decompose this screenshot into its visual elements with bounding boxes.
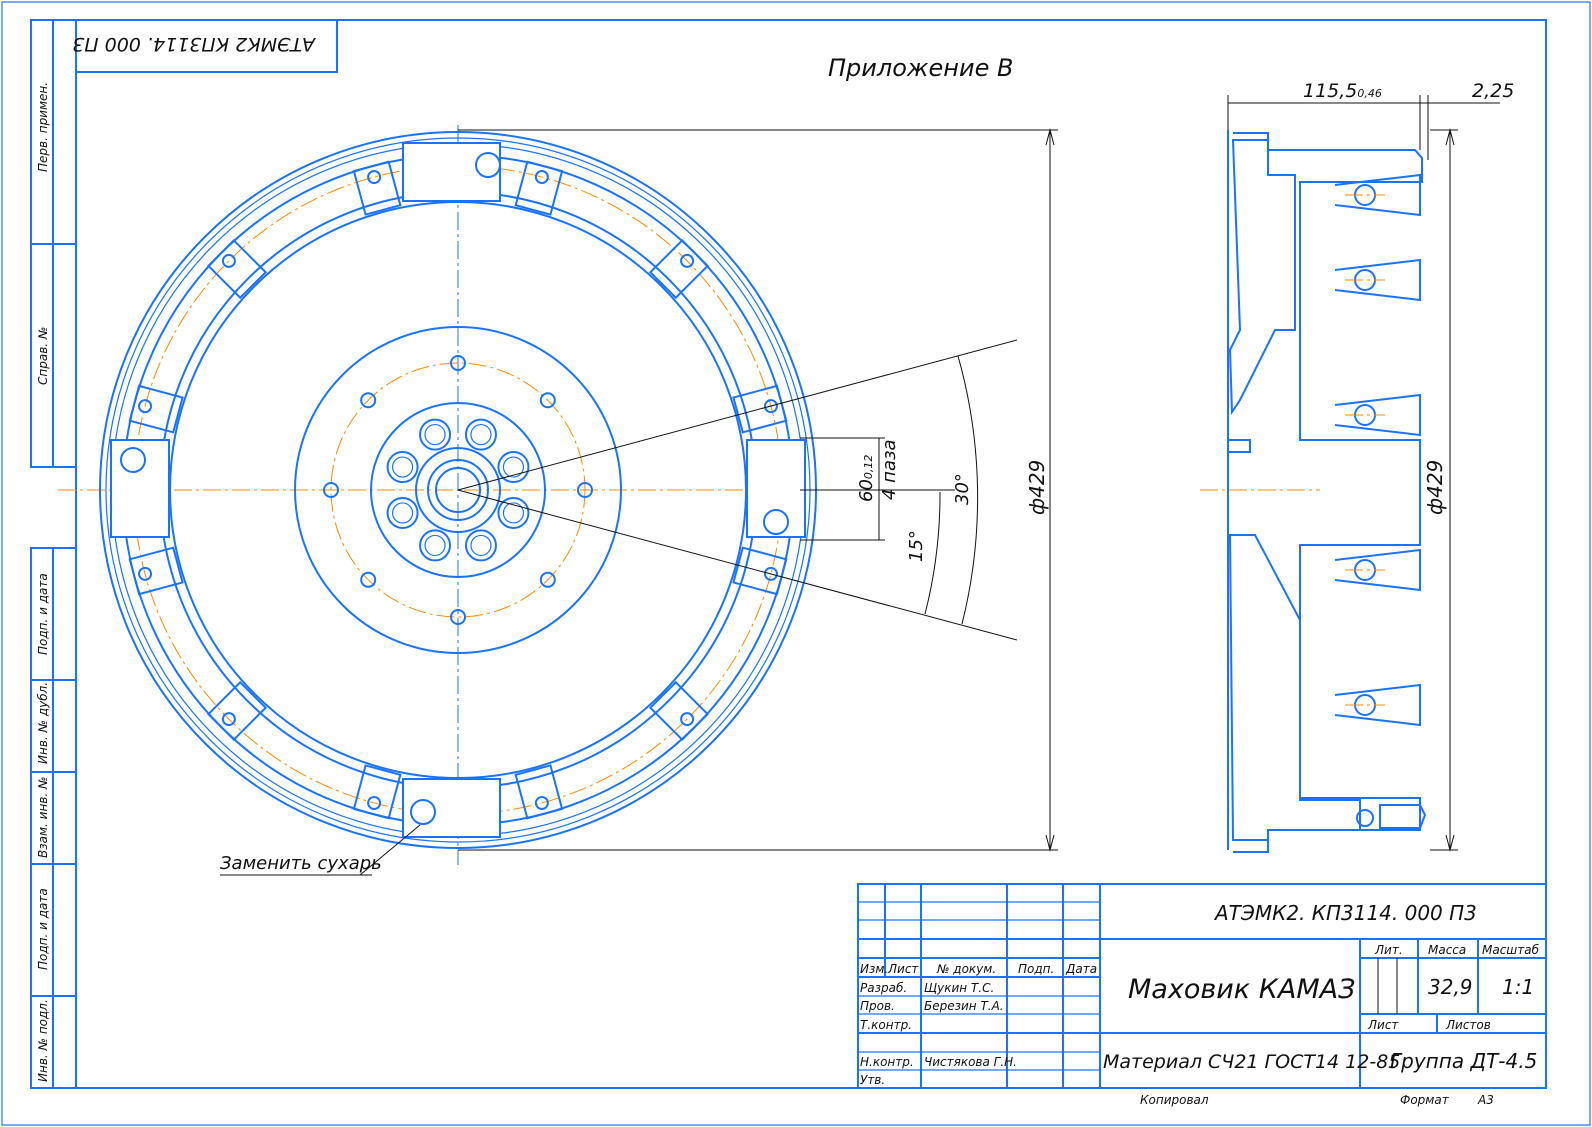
dim-slot: 600,12 [856,455,877,502]
front-view [58,125,818,865]
side-dimensions [1227,95,1500,852]
hub-small-hole [323,482,339,498]
side-view [1200,130,1427,853]
hub-small-hole [360,392,377,409]
group: Группа ДТ-4.5 [1390,1049,1537,1073]
hub-outer [294,326,622,654]
rim-notch [514,160,564,216]
material: Материал СЧ21 ГОСТ14 12-85 [1103,1051,1400,1073]
hub-bolt-hole [386,451,419,484]
person: Чистякова Г.Н. [924,1055,1017,1069]
role: Разраб. [860,981,907,995]
hub-small-hole [450,355,466,371]
part-name: Маховик КАМАЗ [1128,974,1355,1005]
sheet-label: Лист [1367,1018,1399,1032]
dim-width-tol: 0,46 [1357,87,1382,100]
side-label: Перв. примен. [36,82,50,172]
dim-width-value: 115,5 [1303,80,1357,102]
hub-bolt-hole [464,529,497,562]
rim-notch [206,680,268,742]
side-tooth [1334,393,1421,437]
dim-slot-note: 4 паза [879,439,900,500]
side-label: Подп. и дата [36,573,50,655]
rim-notch [352,160,402,216]
hub-holes [323,355,593,625]
hdr-doc: № докум. [936,962,996,976]
mass-label: Масса [1428,943,1466,957]
role: Пров. [860,999,895,1013]
dim-dia-side: ф429 [1423,460,1447,515]
hub-bolt-hole [419,529,452,562]
note-leader [359,824,421,876]
appendix-title: Приложение В [828,54,1013,82]
section-hatch [1228,139,1296,416]
side-labels: Перв. примен. Справ. № Подп. и дата Инв.… [36,82,50,1082]
side-label: Инв. № подл. [36,999,50,1082]
dim-slot-value: 60 [856,479,877,502]
rim-notch [648,238,710,300]
hub-small-hole [360,571,377,588]
scale-label: Масштаб [1482,943,1540,957]
side-label: Инв. № дубл. [36,682,50,764]
person: Щукин Т.С. [924,981,994,995]
bolt-circle-inner [330,362,586,618]
scale-value: 1:1 [1502,975,1534,999]
format-value: А3 [1477,1093,1494,1107]
hub-bolt-hole [497,496,530,529]
lit-label: Лит. [1374,943,1403,957]
hub-small-hole [539,392,556,409]
designation: АТЭМК2. КП3114. 000 П3 [1213,901,1477,925]
front-dimensions [457,128,1058,852]
title-block [857,883,1547,1089]
rim-notch [206,238,268,300]
hdr-izm: Изм. [860,962,888,976]
side-teeth [1334,173,1421,727]
rim-notch [128,384,184,434]
dim-offset: 2,25 [1472,80,1514,102]
format-label: Формат [1400,1093,1450,1107]
mass-value: 32,9 [1428,975,1473,999]
side-strip [30,19,77,1089]
hub-bolt-hole [497,451,530,484]
side-label: Справ. № [36,327,50,385]
side-tooth [1334,258,1421,302]
role: Н.контр. [860,1055,914,1069]
hub-bolt-hole [419,418,452,451]
hdr-podp: Подп. [1018,962,1054,976]
role: Т.контр. [860,1018,912,1032]
title-block-text: АТЭМК2. КП3114. 000 П3 Маховик КАМАЗ Изм… [860,901,1540,1087]
side-tooth [1334,683,1421,727]
note-replace: Заменить сухарь [220,853,382,874]
sheets-label: Листов [1445,1018,1491,1032]
hub-bolt-hole [386,496,419,529]
copied-label: Копировал [1140,1093,1209,1107]
hub-small-hole [539,571,556,588]
side-label: Подп. и дата [36,888,50,970]
rim-notch [648,680,710,742]
rim-notch [352,764,402,820]
hub-bolt-hole [464,418,497,451]
dim-slot-tol: 0,12 [862,455,875,480]
hdr-date: Дата [1065,962,1097,976]
pads [110,142,806,838]
rim-notch [514,764,564,820]
rim-notches [128,160,788,820]
side-tooth [1334,548,1421,592]
dim-width: 115,50,46 [1303,80,1382,102]
hdr-list: Лист [887,962,919,976]
hub-small-hole [577,482,593,498]
rim-notch [128,546,184,596]
side-tooth [1334,173,1421,217]
stamp-text: АТЭМК2 КП3114. 000 П3 [72,33,317,55]
dim-angle-15: 15° [906,530,927,562]
dim-dia-front: ф429 [1025,460,1049,515]
role: Утв. [860,1073,885,1087]
stamp-box [75,19,338,73]
person: Березин Т.А. [924,999,1004,1013]
hub-small-hole [450,609,466,625]
dim-angle-30: 30° [952,473,973,505]
side-label: Взам. инв. № [36,777,50,858]
